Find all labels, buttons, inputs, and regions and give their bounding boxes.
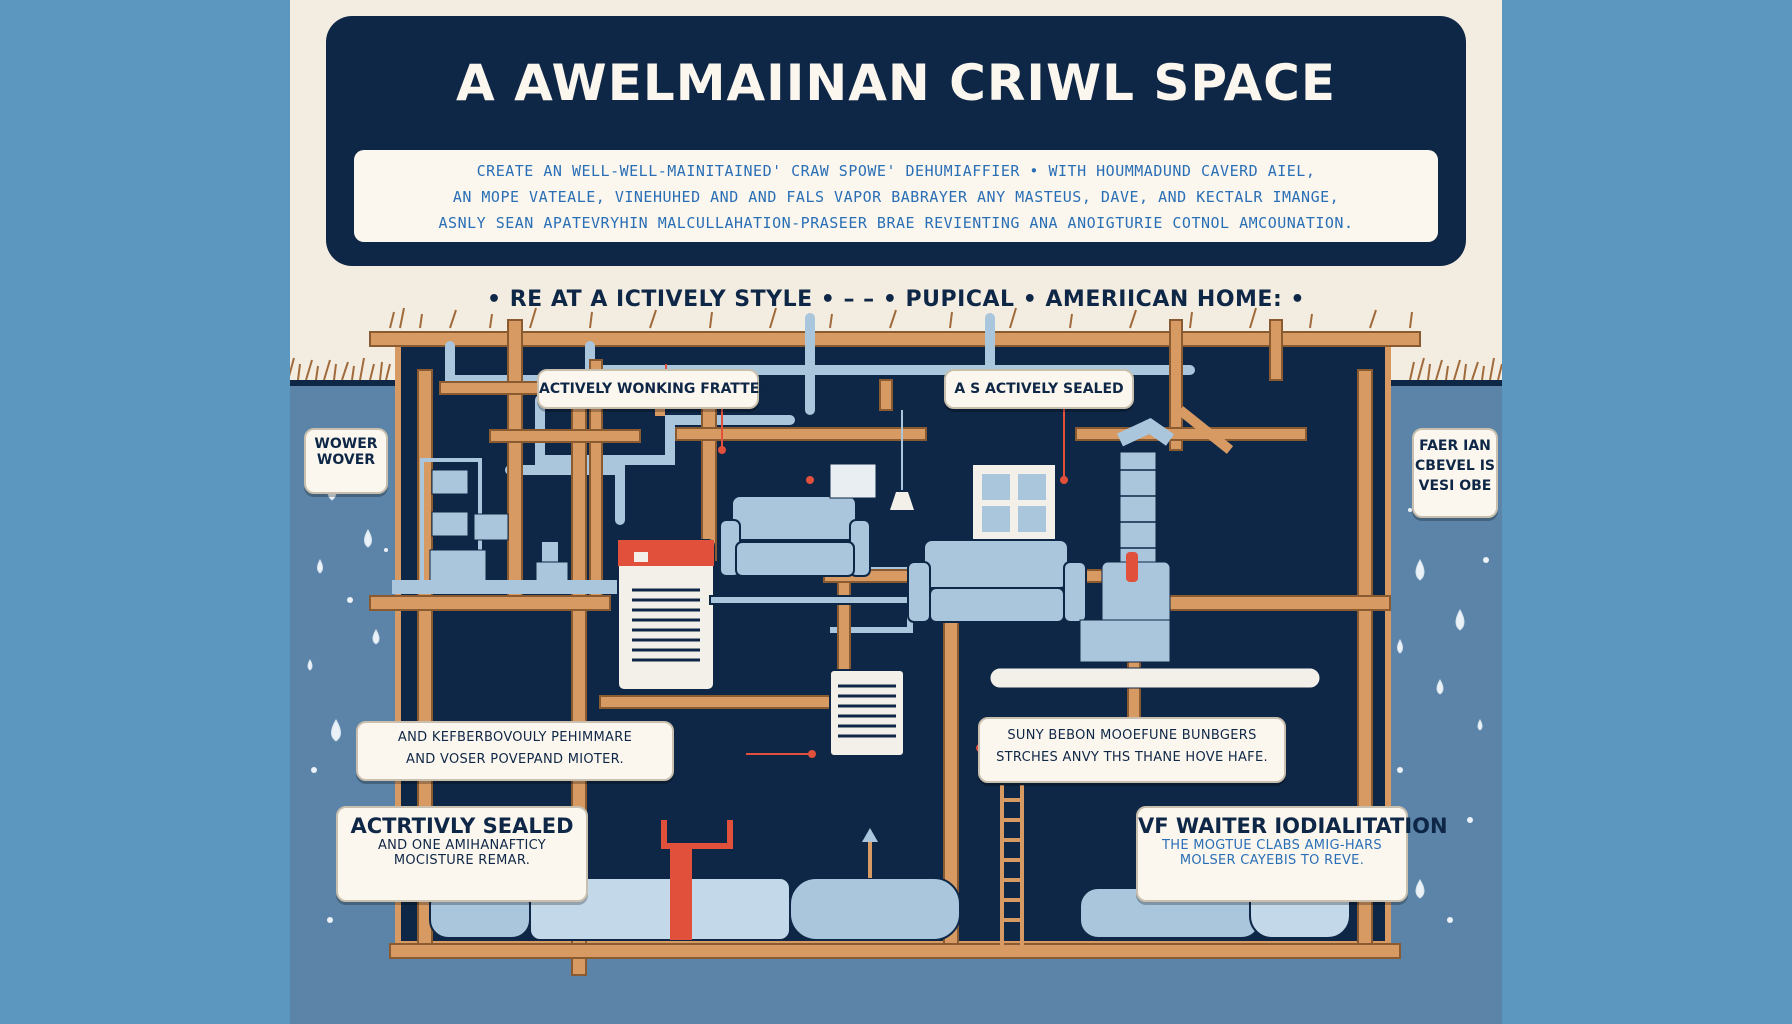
sofa-icon <box>907 539 1087 623</box>
grass-icon <box>290 307 1502 381</box>
supply-duct <box>989 667 1321 689</box>
description-line: AN MOPE VATEALE, VINEHUHED AND AND FALS … <box>452 188 1340 206</box>
page-title: A AWELMAIINAN CRIWL SPACE <box>455 54 1336 112</box>
callout-left-upper: WOWER WOVER <box>304 428 388 494</box>
description-box: CREATE AN WELL-WELL-MAINITAINED' CRAW SP… <box>354 150 1438 242</box>
floor-joist-beam <box>369 331 1421 347</box>
description-line: CREATE AN WELL-WELL-MAINITAINED' CRAW SP… <box>476 162 1316 180</box>
callout-lower-right: VF WAITER IODIALITATION THE MOGTUE CLABS… <box>1136 806 1448 902</box>
right-margin <box>1502 0 1792 1024</box>
window-icon <box>971 463 1057 541</box>
title-panel: A AWELMAIINAN CRIWL SPACE CREATE AN WELL… <box>326 16 1466 266</box>
callout-mid-right: SUNY BEBON MOOEFUNE BUNBGERS STRCHES ANV… <box>978 717 1286 783</box>
callout-lower-left: ACTRTIVLY SEALED AND ONE AMIHANAFTICY MO… <box>336 806 588 902</box>
crawl-space-illustration <box>290 307 1502 1024</box>
angled-brace <box>1176 406 1234 454</box>
left-margin <box>0 0 290 1024</box>
storage-shelf <box>392 458 622 594</box>
infographic-panel: A AWELMAIINAN CRIWL SPACE CREATE AN WELL… <box>290 0 1502 1024</box>
description-line: ASNLY SEAN APATEVRYHIN MALCULLAHATION-PR… <box>438 214 1354 232</box>
callout-mid-left: AND KEFBERBOVOULY PEHIMMARE AND VOSER PO… <box>356 721 674 781</box>
lamp-icon <box>890 410 914 510</box>
picture-frame <box>829 463 877 499</box>
valve-pipe <box>670 846 692 940</box>
water-heater-icon <box>1079 417 1175 663</box>
callout-heading: ACTRTIVLY SEALED <box>350 814 574 838</box>
callout-top-center-right: A S ACTIVELY SEALED <box>944 369 1134 409</box>
callout-heading: VF WAITER IODIALITATION <box>1138 814 1448 838</box>
callout-right-upper: FAER IAN CBEVEL IS VESI OBE <box>1412 428 1498 518</box>
ladder-icon <box>1000 785 1024 948</box>
dehumidifier-icon <box>829 669 905 757</box>
callout-top-center-left: ACTIVELY WONKING FRATTER <box>537 369 770 409</box>
dehumidifier-icon <box>617 539 715 691</box>
subtitle: • RE AT A ICTIVELY STYLE • – – • PUPICAL… <box>487 287 1305 312</box>
valve-pipe <box>661 820 733 849</box>
arrow-icon <box>862 828 878 842</box>
